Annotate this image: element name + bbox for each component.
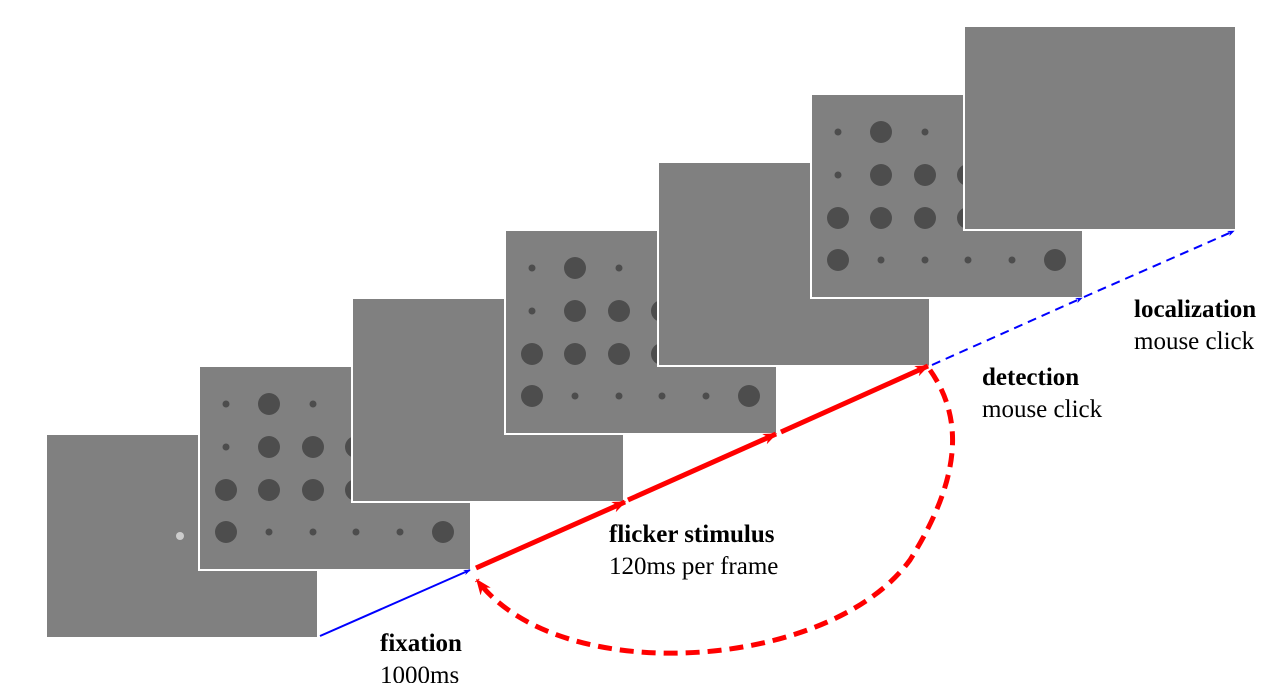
stimulus-dot <box>528 264 536 272</box>
stimulus-dot <box>564 300 586 322</box>
stimulus-dot <box>521 343 543 365</box>
localization-label: localization mouse click <box>1134 296 1256 355</box>
fixation-label: fixation 1000ms <box>380 630 462 683</box>
stimulus-dot <box>396 528 404 536</box>
stimulus-dot <box>877 256 885 264</box>
stimulus-dot <box>914 207 936 229</box>
stimulus-dot <box>658 392 666 400</box>
flicker-label: flicker stimulus 120ms per frame <box>609 521 778 580</box>
stimulus-dot <box>870 164 892 186</box>
stimulus-dot <box>258 436 280 458</box>
stimulus-screens <box>45 25 1237 639</box>
stimulus-dot <box>702 392 710 400</box>
stimulus-dot <box>571 392 579 400</box>
stimulus-dot <box>521 385 543 407</box>
stimulus-dot <box>309 400 317 408</box>
stimulus-dot <box>870 121 892 143</box>
stimulus-dot <box>222 400 230 408</box>
stimulus-dot <box>921 128 929 136</box>
stimulus-dot <box>302 479 324 501</box>
stimulus-dot <box>834 171 842 179</box>
stimulus-dot <box>921 256 929 264</box>
fixation-title: fixation <box>380 630 462 657</box>
stimulus-dot <box>738 385 760 407</box>
flicker-arrow-2 <box>626 431 778 503</box>
stimulus-dot <box>608 343 630 365</box>
fixation-dot <box>176 532 184 540</box>
stimulus-dot <box>215 479 237 501</box>
localization-title: localization <box>1134 296 1256 323</box>
stimulus-dot <box>1044 249 1066 271</box>
stimulus-dot <box>309 528 317 536</box>
flicker-title: flicker stimulus <box>609 521 775 548</box>
flicker-arrow-1 <box>474 499 627 571</box>
stimulus-dot <box>615 392 623 400</box>
timeline-arrows <box>319 230 1235 656</box>
flicker-duration: 120ms per frame <box>609 553 778 580</box>
stimulus-dot <box>827 249 849 271</box>
repeat-loop-arrow <box>475 368 955 656</box>
detection-arrow <box>931 297 1083 366</box>
stimulus-dot <box>432 521 454 543</box>
stimulus-dot <box>608 300 630 322</box>
screen-blank <box>963 25 1237 231</box>
stimulus-dot <box>834 128 842 136</box>
stimulus-dot <box>352 528 360 536</box>
stimulus-dot <box>914 164 936 186</box>
stimulus-dot <box>827 207 849 229</box>
flicker-arrow-3 <box>779 363 930 435</box>
stimulus-dot <box>258 479 280 501</box>
stimulus-dot <box>964 256 972 264</box>
fixation-arrow <box>319 569 471 637</box>
stimulus-dot <box>258 393 280 415</box>
stimulus-dot <box>564 257 586 279</box>
detection-response: mouse click <box>982 396 1103 423</box>
stimulus-dot <box>528 307 536 315</box>
stimulus-dot <box>1008 256 1016 264</box>
detection-label: detection mouse click <box>982 364 1103 423</box>
stimulus-dot <box>265 528 273 536</box>
stimulus-dot <box>222 443 230 451</box>
stimulus-dot <box>870 207 892 229</box>
detection-title: detection <box>982 364 1079 391</box>
localization-arrow <box>1083 230 1235 298</box>
stimulus-dot <box>302 436 324 458</box>
screen-frame <box>963 25 1237 231</box>
stimulus-dot <box>615 264 623 272</box>
stimulus-dot <box>215 521 237 543</box>
stimulus-dot <box>564 343 586 365</box>
fixation-duration: 1000ms <box>380 662 459 683</box>
localization-response: mouse click <box>1134 328 1255 355</box>
